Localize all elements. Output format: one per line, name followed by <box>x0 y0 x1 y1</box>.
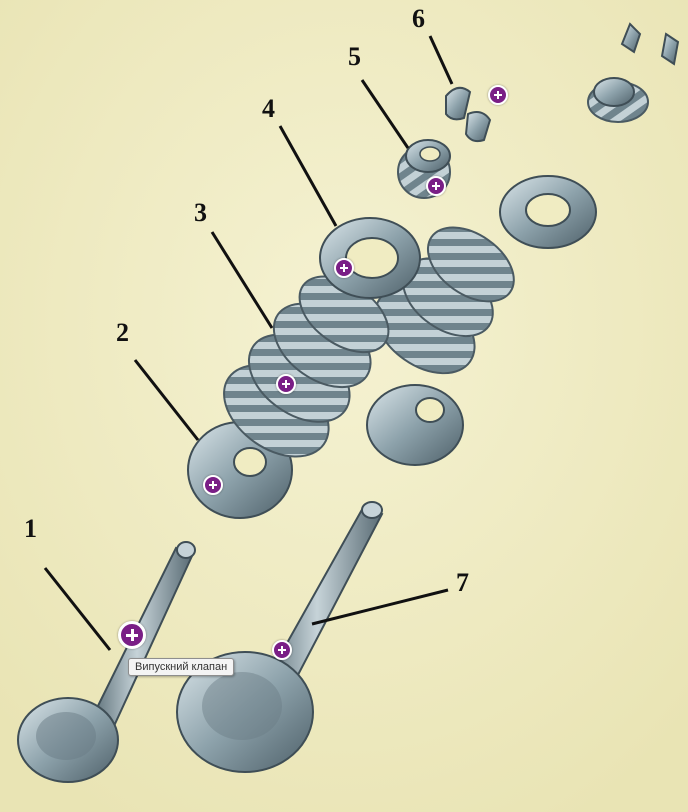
hotspot-part-5-plus-icon[interactable] <box>426 176 446 196</box>
part-4-washer <box>320 218 420 298</box>
hotspot-part-3-plus-icon[interactable] <box>276 374 296 394</box>
hotspot-tooltip: Випускний клапан <box>128 658 234 676</box>
hotspot-part-4-plus-icon[interactable] <box>334 258 354 278</box>
hotspot-part-7-plus-icon[interactable] <box>272 640 292 660</box>
hotspot-part-6-plus-icon[interactable] <box>488 85 508 105</box>
hotspot-part-1-plus-icon[interactable] <box>118 621 146 649</box>
callout-6: 6 <box>412 4 425 34</box>
callout-4: 4 <box>262 94 275 124</box>
hotspot-part-2-plus-icon[interactable] <box>203 475 223 495</box>
callout-7: 7 <box>456 568 469 598</box>
callout-3: 3 <box>194 198 207 228</box>
callout-1: 1 <box>24 514 37 544</box>
callout-5: 5 <box>348 42 361 72</box>
callout-2: 2 <box>116 318 129 348</box>
